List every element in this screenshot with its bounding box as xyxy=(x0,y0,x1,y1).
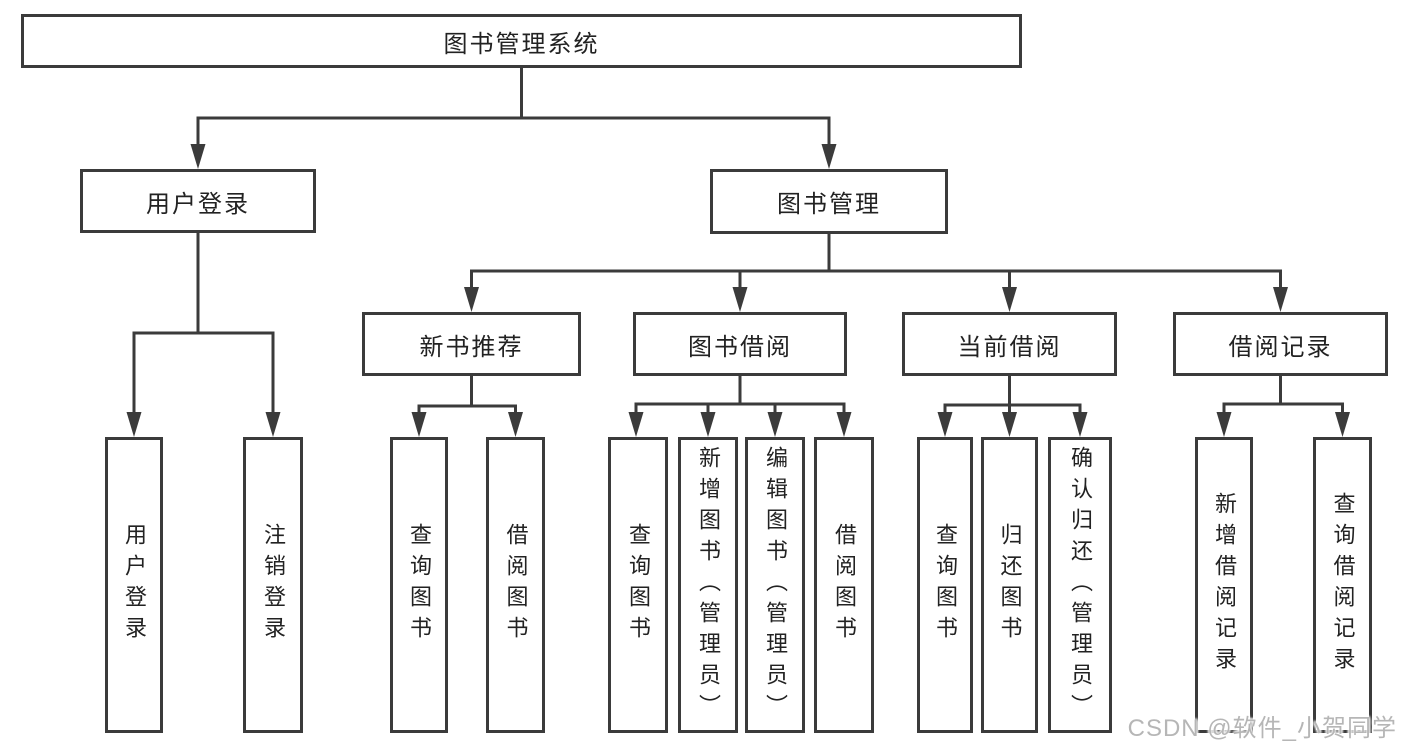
connector-borrow-records-children xyxy=(1216,376,1350,437)
node-label: 查询图书 xyxy=(933,523,958,647)
node-label: 新书推荐 xyxy=(419,333,524,361)
node-book-borrowing: 图书借阅 xyxy=(633,312,847,376)
node-label: 注销登录 xyxy=(261,523,286,647)
leaf-query-books-recommend: 查询图书 xyxy=(390,437,448,733)
leaf-query-borrow-record: 查询借阅记录 xyxy=(1313,437,1372,733)
node-label: 编辑图书（管理员） xyxy=(763,445,788,725)
leaf-return-books: 归还图书 xyxy=(981,437,1038,733)
node-user-login: 用户登录 xyxy=(80,169,316,233)
leaf-user-login: 用户登录 xyxy=(105,437,163,733)
node-label: 查询图书 xyxy=(407,523,432,647)
node-label: 图书管理系统 xyxy=(443,30,600,58)
leaf-edit-books-admin: 编辑图书（管理员） xyxy=(745,437,805,733)
node-label: 用户登录 xyxy=(146,190,250,218)
node-book-management: 图书管理 xyxy=(710,169,948,234)
node-current-borrowing: 当前借阅 xyxy=(902,312,1117,376)
connector-root-to-level2 xyxy=(190,66,837,169)
connector-user-login-children xyxy=(126,232,281,437)
connector-current-borrow-children xyxy=(937,376,1088,437)
node-label: 查询借阅记录 xyxy=(1330,492,1356,678)
leaf-add-books-admin: 新增图书（管理员） xyxy=(678,437,738,733)
node-label: 用户登录 xyxy=(122,523,147,647)
node-borrow-records: 借阅记录 xyxy=(1173,312,1388,376)
leaf-borrow-books: 借阅图书 xyxy=(814,437,874,733)
leaf-borrow-books-recommend: 借阅图书 xyxy=(486,437,545,733)
node-label: 图书借阅 xyxy=(688,333,792,361)
leaf-add-borrow-record: 新增借阅记录 xyxy=(1195,437,1253,733)
leaf-query-books-borrowing: 查询图书 xyxy=(608,437,668,733)
connector-book-borrow-children xyxy=(628,376,852,437)
node-label: 借阅记录 xyxy=(1228,333,1333,361)
node-label: 借阅图书 xyxy=(503,523,529,647)
connector-new-book-children xyxy=(411,376,523,437)
node-label: 借阅图书 xyxy=(832,523,857,647)
leaf-logout: 注销登录 xyxy=(243,437,303,733)
node-new-book-recommend: 新书推荐 xyxy=(362,312,581,376)
leaf-confirm-return-admin: 确认归还（管理员） xyxy=(1048,437,1112,733)
connector-book-mgmt-to-level3 xyxy=(464,234,1288,312)
node-label: 归还图书 xyxy=(997,523,1023,647)
node-label: 新增借阅记录 xyxy=(1212,492,1237,678)
node-label: 新增图书（管理员） xyxy=(696,445,721,725)
node-root-system: 图书管理系统 xyxy=(21,14,1022,68)
node-label: 确认归还（管理员） xyxy=(1068,445,1093,725)
csdn-watermark: CSDN @软件_小贺同学 xyxy=(1127,715,1397,742)
node-label: 查询图书 xyxy=(626,523,651,647)
node-label: 图书管理 xyxy=(777,191,881,218)
leaf-query-books-current: 查询图书 xyxy=(917,437,973,733)
node-label: 当前借阅 xyxy=(957,333,1062,361)
